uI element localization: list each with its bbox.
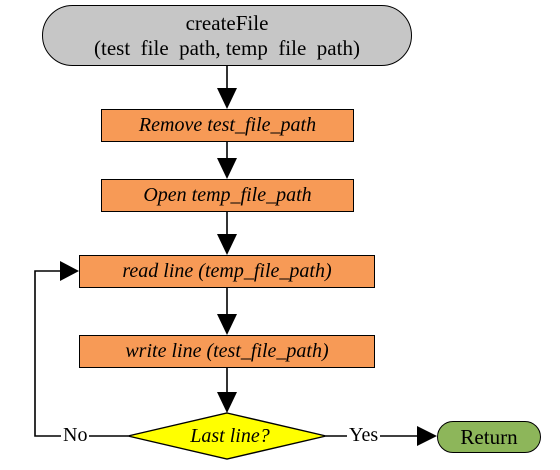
end-label: Return — [460, 424, 518, 449]
start-params: (test file path, temp file path) — [94, 35, 360, 60]
arrowhead-loop — [60, 261, 79, 281]
process-label: Open temp_file_path — [143, 184, 312, 206]
arrowhead-write — [217, 314, 237, 335]
decision-label: Last line? — [190, 424, 270, 447]
process-write-line: write line (test_file_path) — [79, 335, 375, 368]
process-read-line: read line (temp_file_path) — [79, 255, 375, 288]
arrowhead-open — [217, 158, 237, 179]
arrowhead-return — [417, 426, 437, 446]
branch-label-yes: Yes — [347, 423, 381, 447]
process-label: Remove test_file_path — [138, 114, 317, 136]
process-remove-file: Remove test_file_path — [101, 109, 354, 142]
end-terminator: Return — [437, 421, 541, 453]
arrowhead-read — [217, 234, 237, 255]
start-title: createFile — [185, 10, 269, 35]
decision-diamond — [127, 412, 327, 460]
process-label: write line (test_file_path) — [125, 340, 329, 362]
arrowhead-decision — [217, 392, 237, 413]
process-open-file: Open temp_file_path — [101, 179, 354, 212]
start-terminator: createFile (test file path, temp file pa… — [42, 5, 412, 66]
arrowhead-remove — [217, 88, 237, 109]
process-label: read line (temp_file_path) — [122, 260, 332, 282]
branch-label-no: No — [61, 423, 90, 447]
